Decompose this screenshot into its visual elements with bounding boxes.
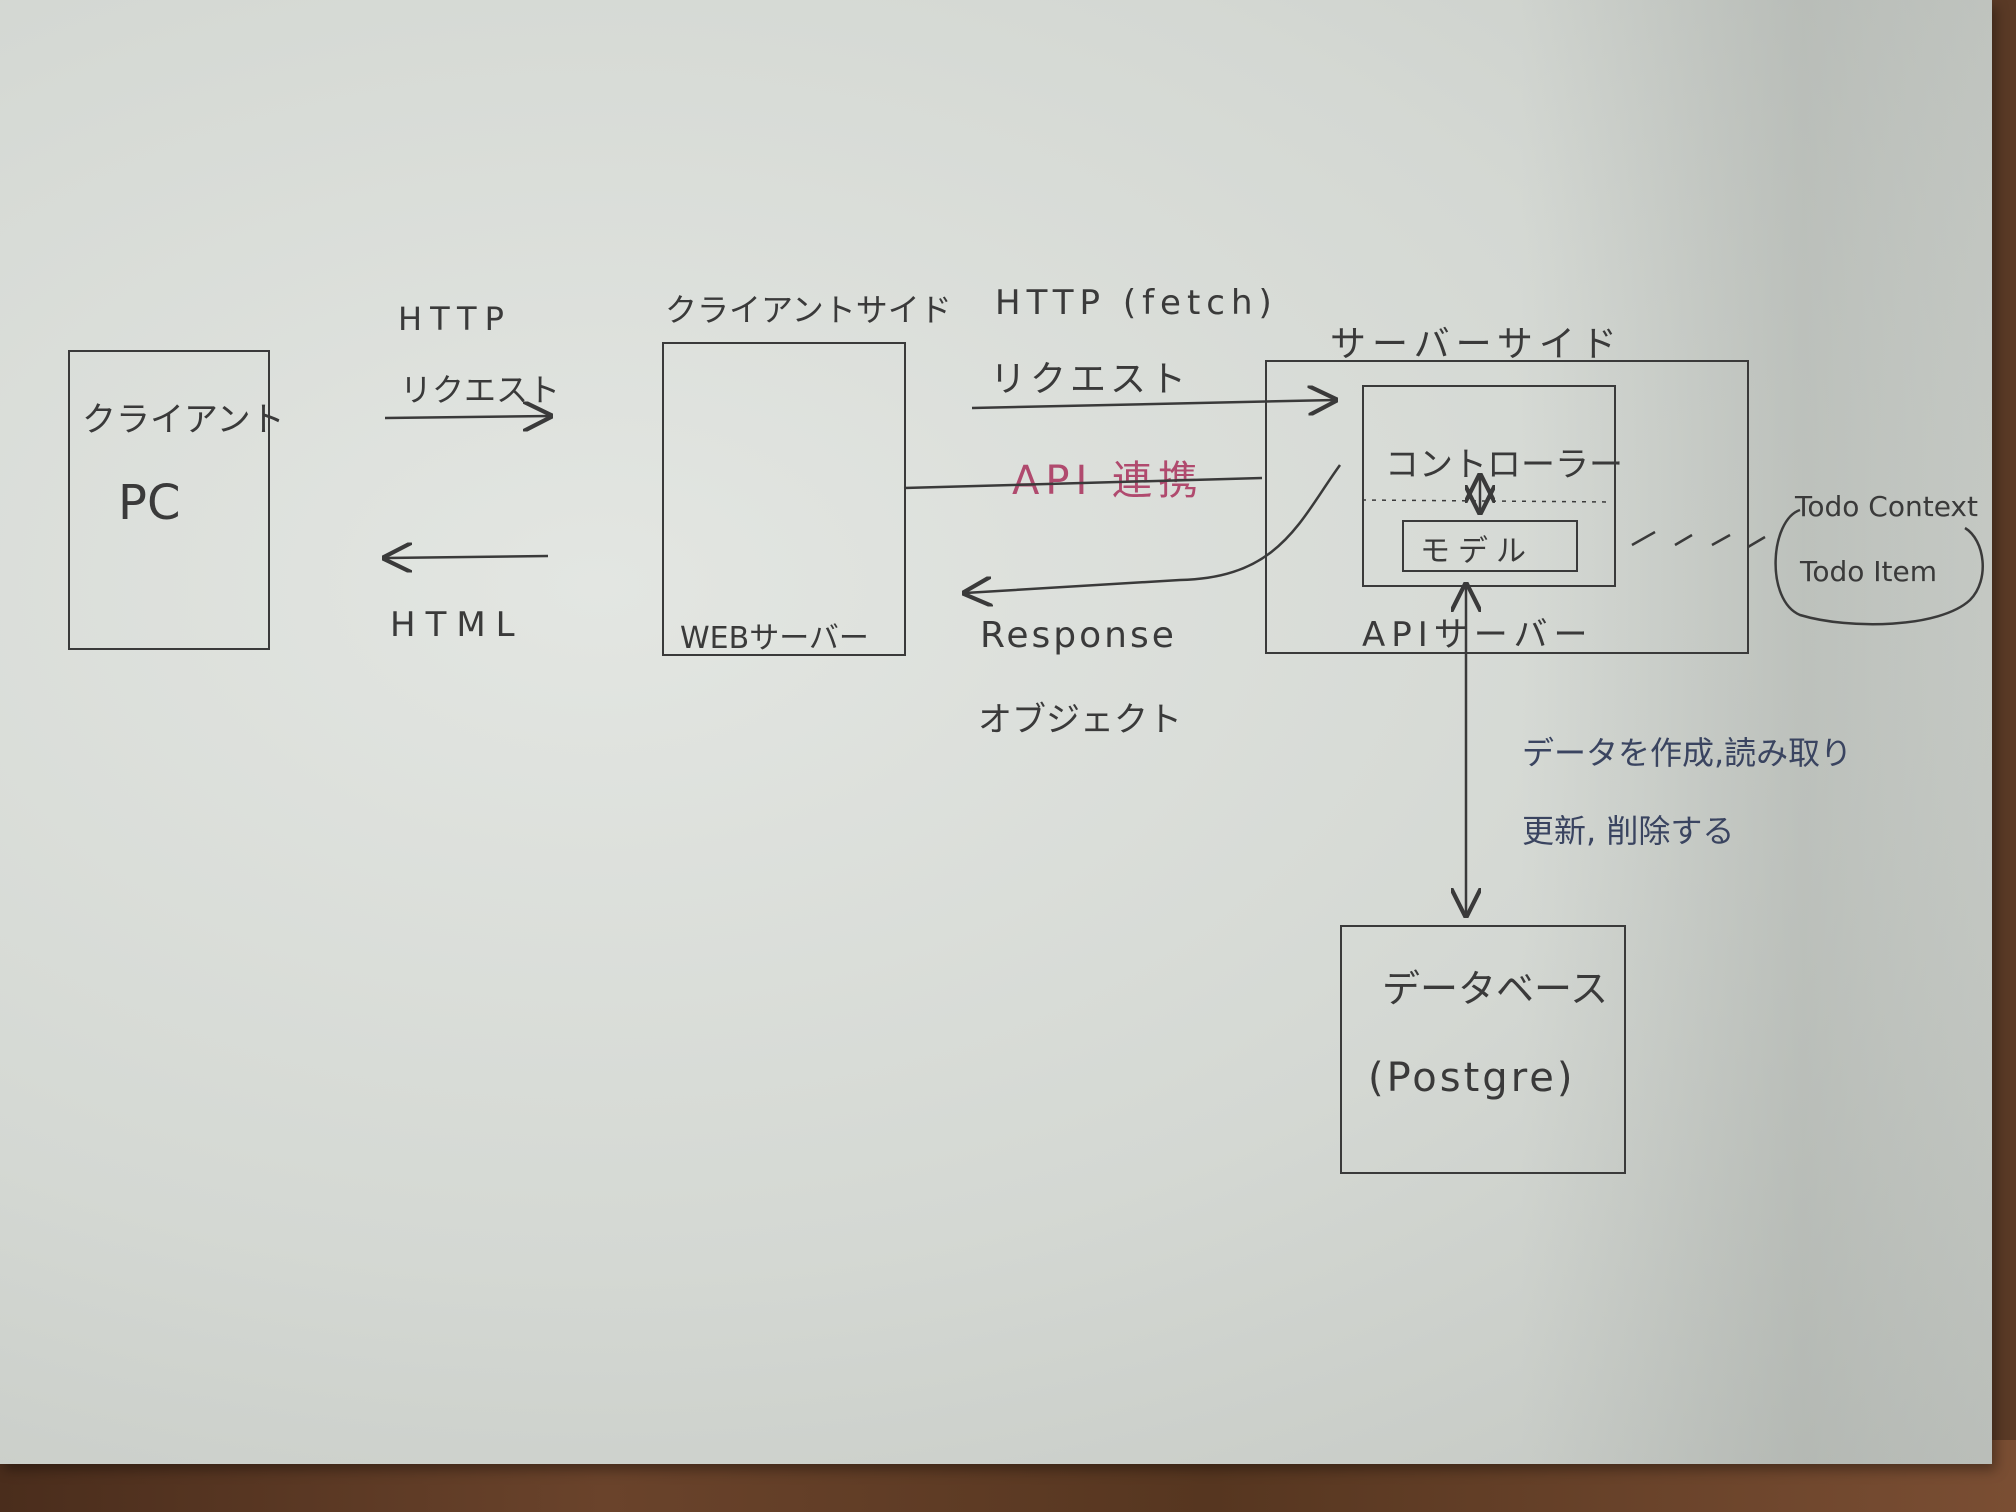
model-label: モデル (1420, 534, 1534, 569)
response-object-label: オブジェクト (978, 700, 1182, 740)
crud-label-1: データを作成,読み取り (1522, 734, 1853, 772)
fetch-request-arrow (971, 400, 1335, 408)
api-link-line (903, 476, 1263, 490)
connector-layer (0, 0, 1984, 1464)
todo-context-label: Todo Context (1795, 490, 1978, 523)
model-box (1402, 520, 1578, 572)
controller-label: コントローラー (1385, 445, 1623, 485)
client-title: クライアント (82, 400, 285, 440)
server-side-box (1265, 360, 1749, 654)
http-request-label-1: HTTP (398, 300, 512, 338)
crud-label-2: 更新, 削除する (1522, 812, 1735, 850)
database-title: データベース (1382, 967, 1609, 1011)
model-context-dotted-line (1631, 530, 1766, 549)
web-server-label: WEBサーバー (680, 621, 869, 656)
controller-box (1362, 385, 1616, 587)
client-side-heading: クライアントサイド (665, 291, 952, 329)
paper-sheet: クライアント PC HTTP リクエスト HTML クライアントサイド WEBサ… (0, 0, 1992, 1464)
database-box (1340, 925, 1626, 1174)
database-engine: (Postgre) (1368, 1055, 1576, 1101)
todo-item-label: Todo Item (1800, 555, 1938, 588)
fetch-request-label-2: リクエスト (990, 359, 1191, 400)
http-request-arrow (384, 416, 550, 418)
html-response-label: HTML (390, 605, 525, 645)
fetch-request-label-1: HTTP (fetch) (995, 283, 1278, 323)
web-server-box (662, 342, 906, 656)
controller-model-divider (1361, 499, 1613, 503)
response-label: Response (980, 615, 1177, 656)
client-device: PC (118, 475, 181, 531)
server-side-heading: サーバーサイド (1330, 324, 1623, 365)
todo-context-bubble (1774, 508, 1984, 626)
response-arrow (965, 464, 1342, 593)
client-box (68, 350, 270, 650)
html-response-arrow (385, 556, 549, 558)
